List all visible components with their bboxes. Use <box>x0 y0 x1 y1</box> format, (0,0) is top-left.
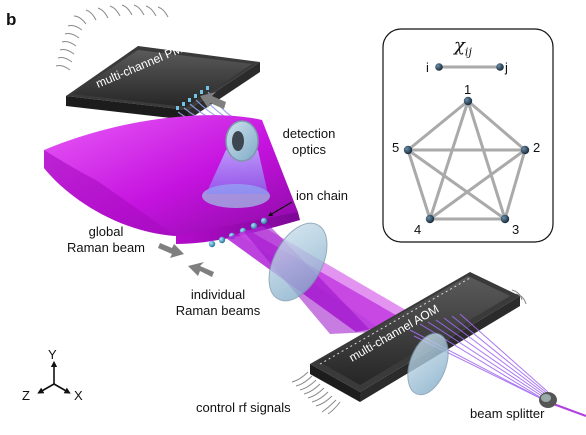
axis-y-label: Y <box>48 347 57 362</box>
aom-side-cables <box>511 289 527 305</box>
detection-optics <box>202 120 270 208</box>
pmt-arrow <box>200 92 226 109</box>
coupling-chi: χ <box>454 35 465 56</box>
raman-beam-arrows <box>158 243 214 277</box>
graph-node-1 <box>463 96 473 106</box>
coupling-subscript: ij <box>464 45 472 59</box>
coupling-symbol: χij <box>454 36 472 63</box>
coordinate-axes <box>37 360 71 394</box>
axis-x-label: X <box>74 388 83 403</box>
edge-endpoint-i: i <box>426 60 429 75</box>
ion-chain-pointer <box>267 201 293 217</box>
pmt-fibers <box>55 4 169 71</box>
node-label-1: 1 <box>464 82 472 97</box>
individual-raman-label-line2: Raman beams <box>175 303 261 318</box>
beam-splitter-label: beam splitter <box>470 406 545 421</box>
focusing-lens <box>268 222 328 302</box>
global-raman-label-line2: Raman beam <box>66 240 146 255</box>
panel-label: b <box>6 10 17 29</box>
individual-raman-label-line1: individual <box>190 287 246 302</box>
beam-splitter <box>539 392 586 417</box>
edge-endpoint-j: j <box>505 60 508 75</box>
node-label-4: 4 <box>414 222 422 237</box>
ion-chain-label: ion chain <box>296 188 349 203</box>
node-label-2: 2 <box>533 140 541 155</box>
control-rf-label: control rf signals <box>196 400 291 415</box>
graph-node-2 <box>520 145 530 155</box>
graph-inset <box>382 28 554 243</box>
detection-optics-label-line2: optics <box>292 142 326 157</box>
graph-node-4 <box>425 214 435 224</box>
detection-optics-label-line1: detection <box>282 126 336 141</box>
axis-z-label: Z <box>22 388 30 403</box>
aom-lens <box>407 332 449 396</box>
global-raman-label-line1: global <box>88 224 124 239</box>
aom-fibers <box>291 371 341 415</box>
node-label-5: 5 <box>392 140 400 155</box>
graph-node-3 <box>500 214 510 224</box>
node-label-3: 3 <box>512 222 520 237</box>
graph-node-5 <box>403 145 413 155</box>
